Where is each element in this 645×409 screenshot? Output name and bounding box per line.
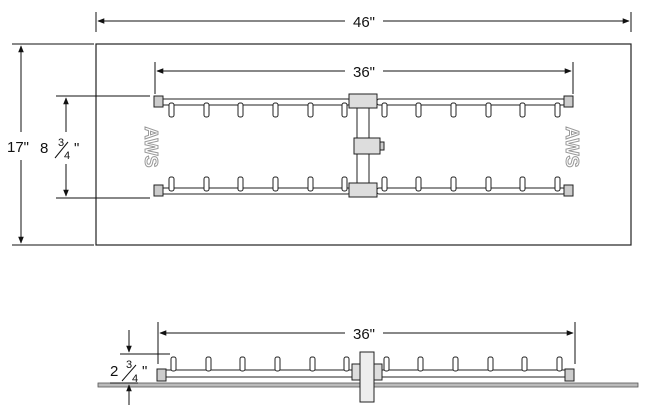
side-height-unit: " [142, 363, 147, 380]
burner-spacing-unit: " [74, 140, 79, 157]
burner-spacing-whole: 8 [40, 140, 48, 157]
jet [343, 356, 350, 372]
jet [237, 102, 244, 118]
burner-spacing-dimension: 8 3 4 " [40, 95, 150, 199]
jet [556, 356, 563, 372]
jet [415, 102, 422, 118]
tee-fitting [348, 93, 378, 109]
end-cap [153, 184, 164, 197]
side-height-denominator: 4 [132, 373, 138, 385]
jet [237, 176, 244, 192]
jet [519, 102, 526, 118]
end-cap [153, 95, 164, 108]
burner-spacing-denominator: 4 [64, 150, 70, 162]
tee-fitting [348, 182, 378, 198]
jet [450, 102, 457, 118]
jet [485, 102, 492, 118]
side-view: 36" [97, 322, 639, 405]
end-cap [563, 95, 574, 108]
jet [239, 356, 246, 372]
jet [381, 102, 388, 118]
logo-left: AWS [141, 126, 161, 167]
jet [452, 356, 459, 372]
side-jets [170, 356, 563, 372]
jet [272, 102, 279, 118]
jet [168, 102, 175, 118]
jet [554, 102, 561, 118]
gas-inlet [353, 137, 381, 155]
jet [170, 356, 177, 372]
jet [554, 176, 561, 192]
jet [307, 102, 314, 118]
burner-pipes [153, 93, 574, 198]
side-height-dimension: 2 3 4 " [110, 330, 170, 405]
overall-width-label: 46" [353, 14, 375, 31]
jet [168, 176, 175, 192]
jet [485, 176, 492, 192]
jet [487, 356, 494, 372]
burner-spacing-numerator: 3 [58, 137, 64, 149]
pan-outline [95, 43, 632, 246]
logo-right: AWS [562, 126, 582, 167]
jet [309, 356, 316, 372]
jet [381, 176, 388, 192]
burner-jets [168, 102, 561, 192]
overall-depth-dimension: 17" [7, 43, 94, 246]
overall-width-dimension: 46" [95, 12, 632, 32]
jet [383, 356, 390, 372]
jet [450, 176, 457, 192]
jet [203, 102, 210, 118]
burner-length-dimension: 36" [154, 62, 574, 94]
side-burner-length-dimension: 36" [157, 322, 576, 364]
jet [274, 356, 281, 372]
jet [272, 176, 279, 192]
jet [205, 356, 212, 372]
burner-length-label: 36" [353, 64, 375, 81]
top-view: 46" 17" 8 3 4 " 36" [7, 12, 632, 246]
side-burner-length-label: 36" [353, 326, 375, 343]
side-pipe [156, 351, 575, 403]
side-height-whole: 2 [110, 363, 118, 380]
end-cap [563, 184, 574, 197]
jet [519, 176, 526, 192]
jet [307, 176, 314, 192]
jet [203, 176, 210, 192]
jet [341, 176, 348, 192]
jet [521, 356, 528, 372]
jet [341, 102, 348, 118]
side-height-numerator: 3 [126, 359, 132, 371]
jet [417, 356, 424, 372]
overall-depth-label: 17" [7, 139, 29, 156]
jet [415, 176, 422, 192]
